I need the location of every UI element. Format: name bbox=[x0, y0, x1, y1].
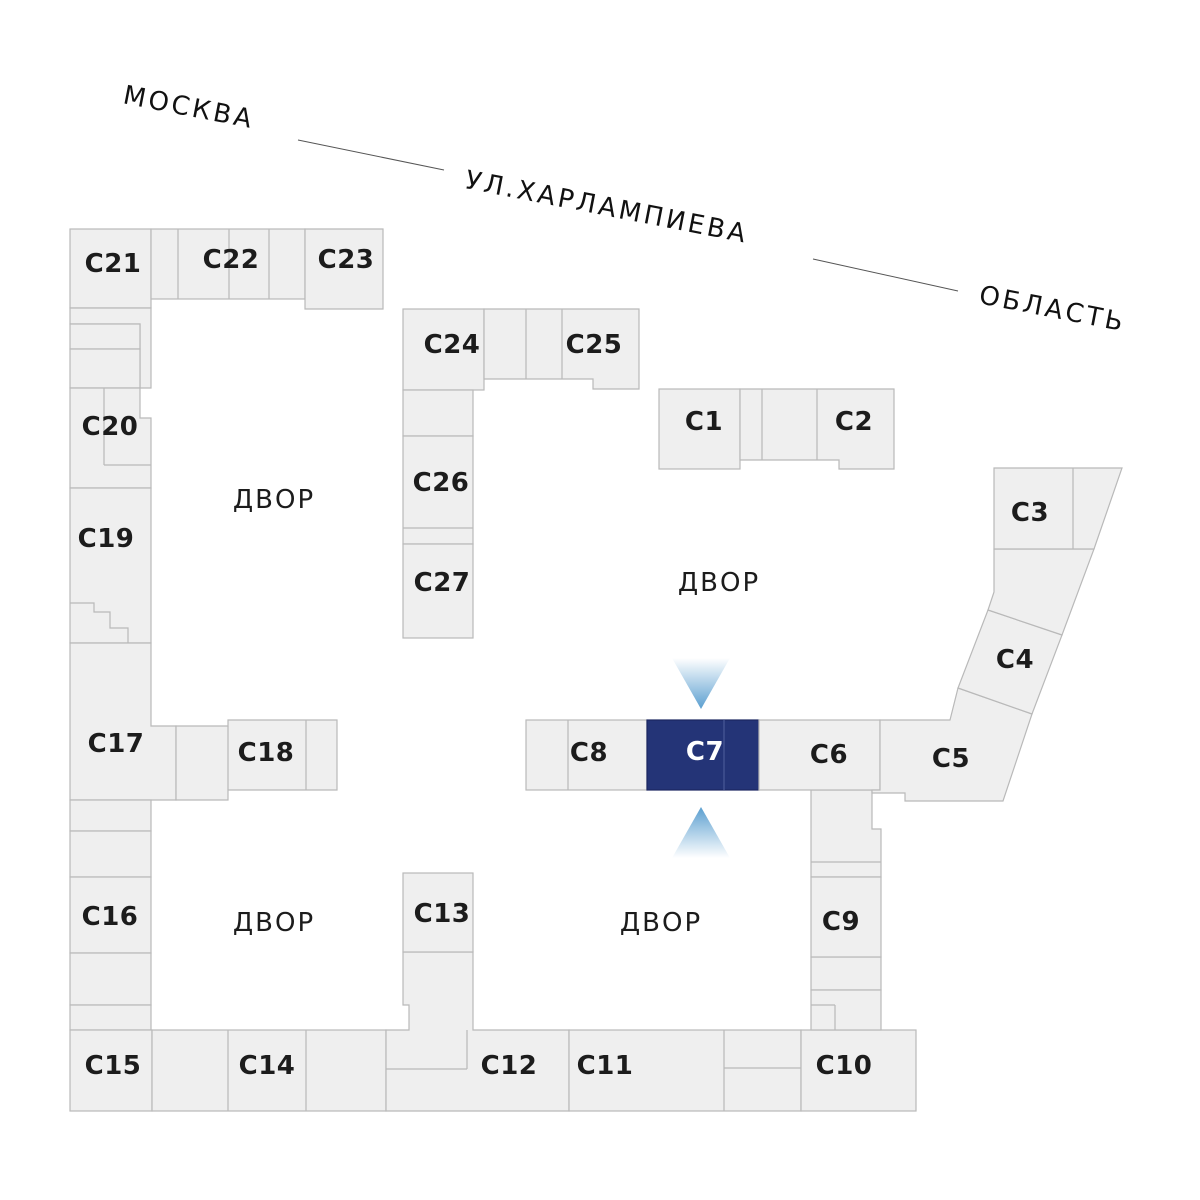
unit-c16[interactable]: C16 bbox=[69, 876, 152, 954]
unit-c8[interactable]: C8 bbox=[525, 719, 648, 791]
unit-c13-label: C13 bbox=[414, 899, 471, 929]
unit-c14[interactable]: C14 bbox=[151, 1029, 387, 1112]
unit-c22-label: C22 bbox=[203, 245, 260, 275]
unit-c18-label: C18 bbox=[238, 738, 295, 768]
unit-c11[interactable]: C11 bbox=[568, 1029, 802, 1112]
unit-c26-label: C26 bbox=[413, 468, 470, 498]
unit-c1[interactable]: C1 bbox=[658, 388, 741, 470]
unit-c6[interactable]: C6 bbox=[758, 719, 881, 791]
unit-c27[interactable]: C27 bbox=[402, 543, 474, 639]
unit-c13[interactable]: C13 bbox=[402, 872, 474, 953]
unit-c21[interactable]: C21 bbox=[69, 228, 152, 309]
unit-c7[interactable]: C7 bbox=[646, 719, 760, 791]
unit-c19-label: C19 bbox=[78, 524, 135, 554]
unit-c23[interactable]: C23 bbox=[304, 228, 384, 310]
unit-c11-label: C11 bbox=[577, 1051, 634, 1081]
street-region-label: ОБЛАСТЬ bbox=[977, 280, 1129, 338]
unit-c2-label: C2 bbox=[835, 407, 873, 437]
street-name-label: УЛ.ХАРЛАМПИЕВА bbox=[463, 165, 751, 249]
marker-arrow-up-icon bbox=[672, 807, 730, 858]
unit-c17[interactable]: C17 bbox=[69, 642, 177, 801]
unit-c4[interactable]: C4 bbox=[957, 609, 1063, 715]
corridor-center bbox=[402, 389, 474, 437]
unit-c10-label: C10 bbox=[816, 1051, 873, 1081]
unit-c26[interactable]: C26 bbox=[402, 435, 474, 545]
corridor-west-lower bbox=[69, 799, 152, 878]
unit-c27-label: C27 bbox=[414, 568, 471, 598]
corridor-east-lower bbox=[810, 789, 882, 1031]
unit-c1-label: C1 bbox=[685, 407, 723, 437]
yard-label-center: ДВОР bbox=[678, 568, 760, 598]
unit-c5-label: C5 bbox=[932, 744, 970, 774]
unit-c9[interactable]: C9 bbox=[810, 876, 882, 958]
unit-c23-label: C23 bbox=[318, 245, 375, 275]
unit-c22[interactable]: C22 bbox=[150, 228, 306, 300]
unit-c16-label: C16 bbox=[82, 902, 139, 932]
unit-c25[interactable]: C25 bbox=[483, 308, 640, 390]
unit-c18[interactable]: C18 bbox=[175, 719, 338, 801]
unit-c8-label: C8 bbox=[570, 738, 608, 768]
unit-c12-label: C12 bbox=[481, 1051, 538, 1081]
unit-c6-label: C6 bbox=[810, 740, 848, 770]
unit-c25-label: C25 bbox=[566, 330, 623, 360]
corridor-west-upper bbox=[69, 307, 152, 389]
unit-c7-label: C7 bbox=[686, 737, 724, 767]
unit-c3[interactable]: C3 bbox=[993, 467, 1123, 550]
unit-c14-label: C14 bbox=[239, 1051, 296, 1081]
yard-label-southwest: ДВОР bbox=[233, 908, 315, 938]
unit-c15-label: C15 bbox=[85, 1051, 142, 1081]
corridor-west-bottom bbox=[69, 952, 152, 1031]
yard-label-northwest: ДВОР bbox=[233, 485, 315, 515]
yard-label-southeast: ДВОР bbox=[620, 908, 702, 938]
unit-c15[interactable]: C15 bbox=[69, 1029, 153, 1112]
unit-c20-label: C20 bbox=[82, 412, 139, 442]
unit-c4-label: C4 bbox=[996, 645, 1034, 675]
unit-c20[interactable]: C20 bbox=[69, 387, 152, 489]
unit-c3-label: C3 bbox=[1011, 498, 1049, 528]
unit-c24[interactable]: C24 bbox=[402, 308, 485, 391]
unit-c5[interactable]: C5 bbox=[871, 687, 1033, 802]
unit-c21-label: C21 bbox=[85, 249, 142, 279]
unit-c19[interactable]: C19 bbox=[69, 487, 152, 644]
unit-c12[interactable]: C12 bbox=[385, 951, 570, 1112]
unit-c10[interactable]: C10 bbox=[800, 1029, 917, 1112]
unit-c17-label: C17 bbox=[88, 729, 145, 759]
road-line bbox=[297, 139, 445, 171]
road-line bbox=[812, 258, 959, 292]
marker-arrow-down-icon bbox=[672, 658, 730, 709]
unit-c2[interactable]: C2 bbox=[739, 388, 895, 470]
street-city-label: МОСКВА bbox=[121, 80, 257, 135]
unit-c9-label: C9 bbox=[822, 907, 860, 937]
unit-c24-label: C24 bbox=[424, 330, 481, 360]
